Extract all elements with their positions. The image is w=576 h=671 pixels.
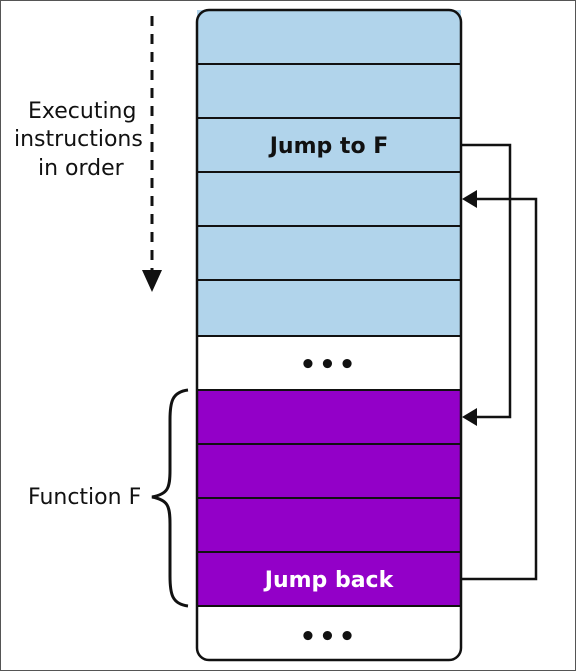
jump-back-label: Jump back: [263, 568, 395, 593]
memory-outline: [195, 8, 463, 662]
ellipsis-top: •••: [300, 350, 359, 380]
function-f-brace: [151, 388, 189, 608]
blank-cell-bottom: [197, 606, 461, 660]
jump-to-f-arrow: [461, 143, 512, 426]
blank-cell-top: [197, 336, 461, 390]
function-f-label: Function F: [28, 485, 141, 510]
memory-column: [195, 8, 463, 662]
left-arrow-icon: [462, 408, 477, 426]
left-arrow-icon: [462, 190, 477, 208]
down-arrow-icon: [142, 270, 162, 292]
execution-order-arrow: [142, 16, 162, 292]
ellipsis-bottom: •••: [300, 622, 359, 652]
executing-label-line1: Executing: [28, 99, 136, 124]
executing-label-line3: in order: [38, 156, 125, 181]
jump-back-arrow: [461, 190, 538, 581]
row-dividers: [197, 63, 461, 607]
executing-label-line2: instructions: [14, 127, 143, 152]
jump-to-f-label: Jump to F: [268, 134, 389, 159]
